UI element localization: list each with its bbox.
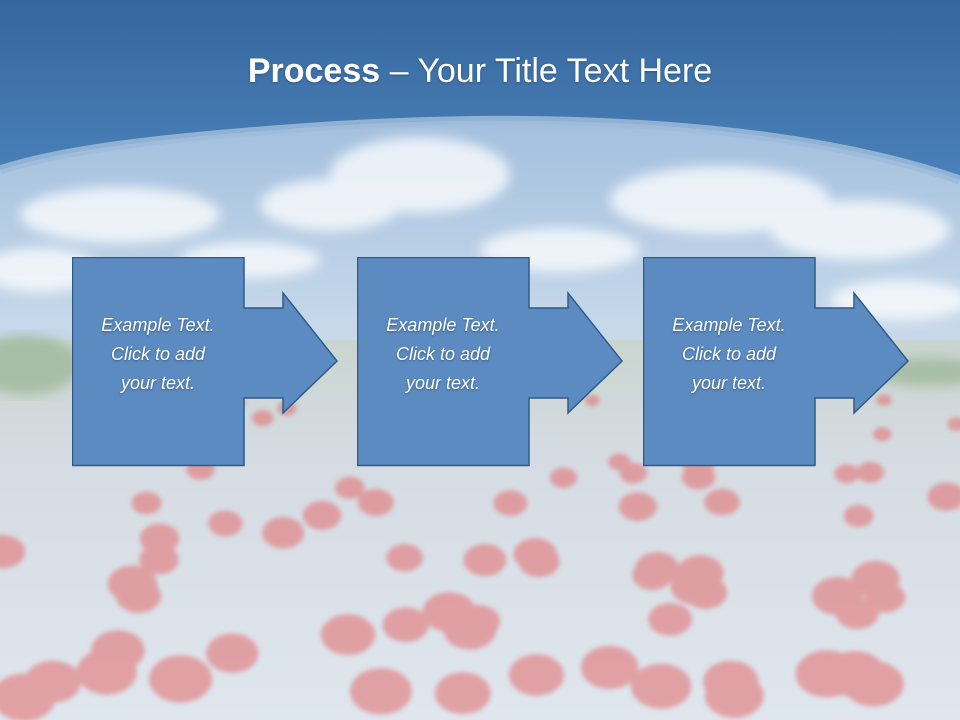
title-rest: Your Title Text Here	[417, 52, 713, 90]
process-step-text: Example Text. Click to add your text.	[643, 311, 815, 398]
step-line-3: your text.	[120, 373, 196, 393]
title-separator: –	[380, 52, 418, 90]
title-bold: Process	[247, 52, 381, 90]
process-step-arrow-shape	[72, 257, 339, 467]
process-step-2[interactable]: Example Text. Click to add your text.	[357, 257, 624, 467]
process-step-3[interactable]: Example Text. Click to add your text.	[643, 257, 910, 467]
step-line-2: Click to add	[395, 344, 491, 364]
step-line-3: your text.	[691, 373, 767, 393]
step-line-1: Example Text.	[672, 315, 786, 335]
step-line-1: Example Text.	[386, 315, 500, 335]
process-step-text: Example Text. Click to add your text.	[72, 311, 244, 398]
step-line-3: your text.	[405, 373, 481, 393]
process-step-1[interactable]: Example Text. Click to add your text.	[72, 257, 339, 467]
step-line-2: Click to add	[681, 344, 777, 364]
process-step-text: Example Text. Click to add your text.	[357, 311, 529, 398]
step-line-1: Example Text.	[101, 315, 215, 335]
process-step-arrow-shape	[357, 257, 624, 467]
process-step-arrow-shape	[643, 257, 910, 467]
slide-title[interactable]: Process – Your Title Text Here	[0, 52, 960, 91]
step-line-2: Click to add	[110, 344, 206, 364]
